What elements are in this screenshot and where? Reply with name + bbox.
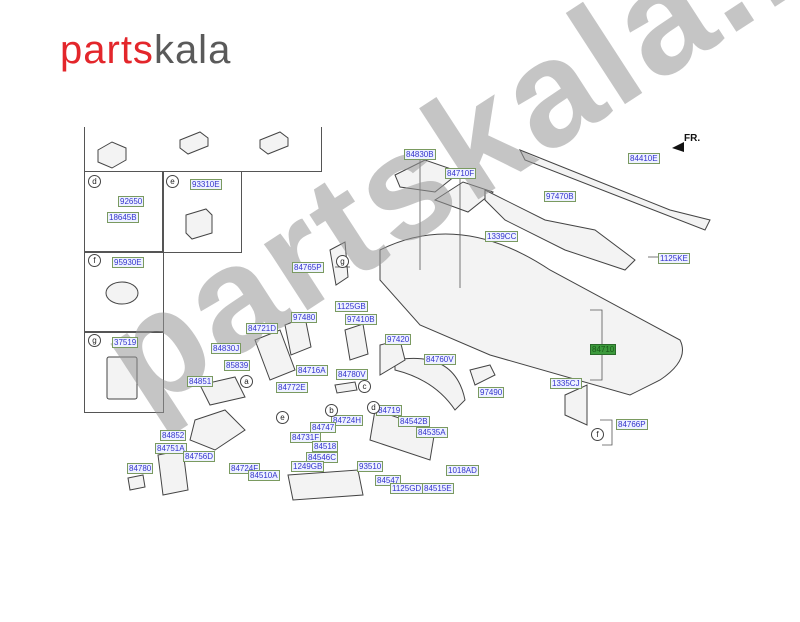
- part-label[interactable]: 84716A: [296, 365, 328, 376]
- part-label[interactable]: 97420: [385, 334, 412, 345]
- inset-frame-d: [84, 171, 164, 253]
- part-label[interactable]: 84535A: [416, 427, 448, 438]
- part-label[interactable]: 84518: [312, 441, 339, 452]
- part-label[interactable]: 97480: [291, 312, 318, 323]
- part-label[interactable]: 84710F: [445, 168, 477, 179]
- part-label[interactable]: 97490: [478, 387, 505, 398]
- front-direction-label: FR.: [684, 133, 701, 144]
- part-label[interactable]: 1125GD: [390, 483, 424, 494]
- part-label[interactable]: 84851: [187, 376, 214, 387]
- part-label[interactable]: 84542B: [398, 416, 430, 427]
- callout-c: c: [358, 380, 371, 393]
- part-label[interactable]: 84547: [375, 475, 402, 486]
- inset-letter-e: e: [166, 175, 179, 188]
- callout-b: b: [325, 404, 338, 417]
- logo-part2: kala: [153, 28, 232, 72]
- inset-letter-g: g: [88, 334, 101, 347]
- part-label[interactable]: 97470B: [544, 191, 576, 202]
- part-label[interactable]: 84721D: [246, 323, 279, 334]
- part-label[interactable]: 1018AD: [446, 465, 479, 476]
- part-label[interactable]: 84780: [127, 463, 154, 474]
- part-label[interactable]: 1335CJ: [550, 378, 582, 389]
- inset-letter-d: d: [88, 175, 101, 188]
- part-label[interactable]: 84515E: [422, 483, 454, 494]
- inset-frame-g: [84, 331, 164, 413]
- part-label[interactable]: 84760V: [424, 354, 456, 365]
- part-label[interactable]: 84724H: [331, 415, 364, 426]
- part-label[interactable]: 84852: [160, 430, 187, 441]
- part-label[interactable]: 84765P: [292, 262, 324, 273]
- part-label[interactable]: 93510: [357, 461, 384, 472]
- partskala-logo: partskala: [60, 30, 231, 70]
- callout-f: f: [591, 428, 604, 441]
- part-label[interactable]: 84751A: [155, 443, 187, 454]
- part-label[interactable]: 92650: [118, 196, 145, 207]
- part-label[interactable]: 85839: [224, 360, 251, 371]
- part-label[interactable]: 18645B: [107, 212, 139, 223]
- callout-a: a: [240, 375, 253, 388]
- inset-frame-f: [84, 251, 164, 333]
- main-part-label[interactable]: 84710: [590, 344, 617, 355]
- part-label[interactable]: 84772E: [276, 382, 308, 393]
- part-label[interactable]: 84510A: [248, 470, 280, 481]
- part-label[interactable]: 93310E: [190, 179, 222, 190]
- part-label[interactable]: 1125GB: [335, 301, 368, 312]
- part-label[interactable]: 84830B: [404, 149, 436, 160]
- part-label[interactable]: 1125KE: [658, 253, 690, 264]
- part-label[interactable]: 84410E: [628, 153, 660, 164]
- part-label[interactable]: 95930E: [112, 257, 144, 268]
- part-label[interactable]: 84724F: [229, 463, 261, 474]
- part-label[interactable]: 84830J: [211, 343, 242, 354]
- callout-e: e: [276, 411, 289, 424]
- inset-letter-f: f: [88, 254, 101, 267]
- part-label[interactable]: 84780V: [336, 369, 368, 380]
- part-label[interactable]: 84731F: [290, 432, 322, 443]
- part-label[interactable]: 37519: [112, 337, 139, 348]
- callout-g: g: [336, 255, 349, 268]
- part-label[interactable]: 84756D: [183, 451, 216, 462]
- inset-frame-e: [162, 171, 242, 253]
- callout-d: d: [367, 401, 380, 414]
- part-label[interactable]: 84766P: [616, 419, 648, 430]
- part-label[interactable]: 1249GB: [291, 461, 325, 472]
- logo-part1: parts: [60, 28, 154, 72]
- part-label[interactable]: 97410B: [345, 314, 377, 325]
- part-label[interactable]: 84747: [310, 422, 337, 433]
- part-label[interactable]: 1339CC: [485, 231, 519, 242]
